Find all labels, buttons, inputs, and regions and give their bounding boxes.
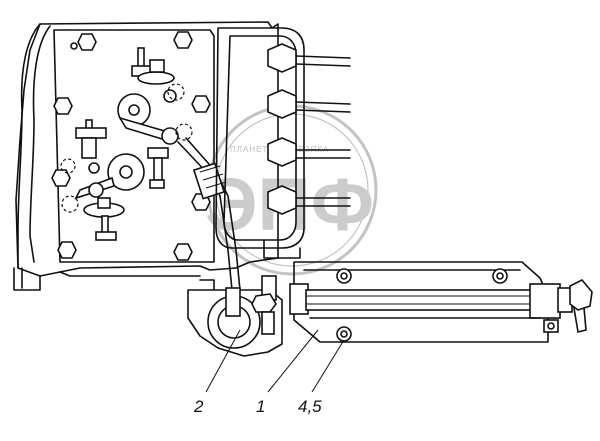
leader-2	[205, 329, 241, 393]
plate-bolts	[51, 31, 211, 261]
fitting-2	[267, 89, 351, 119]
leader-lines	[205, 329, 345, 393]
bracket-upper	[293, 261, 549, 343]
engine-block	[13, 21, 279, 291]
rod-end-fork	[557, 279, 593, 333]
fitting-1	[267, 43, 351, 73]
callout-1: 1	[256, 397, 265, 416]
left-valve-assembly	[60, 119, 169, 189]
upper-valve-assembly	[117, 47, 193, 145]
leader-45	[311, 339, 345, 393]
actuator-housing	[187, 275, 283, 357]
callout-4-5: 4,5	[298, 397, 322, 416]
fitting-4	[267, 185, 351, 215]
callout-2: 2	[193, 397, 204, 416]
bracket-lower	[309, 317, 541, 342]
valve-manifold	[215, 27, 351, 259]
pneumatic-cylinder	[289, 283, 561, 333]
fitting-3	[267, 137, 351, 167]
leader-1	[267, 329, 319, 393]
lower-valve-assembly	[83, 197, 125, 241]
middle-valve-assembly	[61, 153, 145, 213]
